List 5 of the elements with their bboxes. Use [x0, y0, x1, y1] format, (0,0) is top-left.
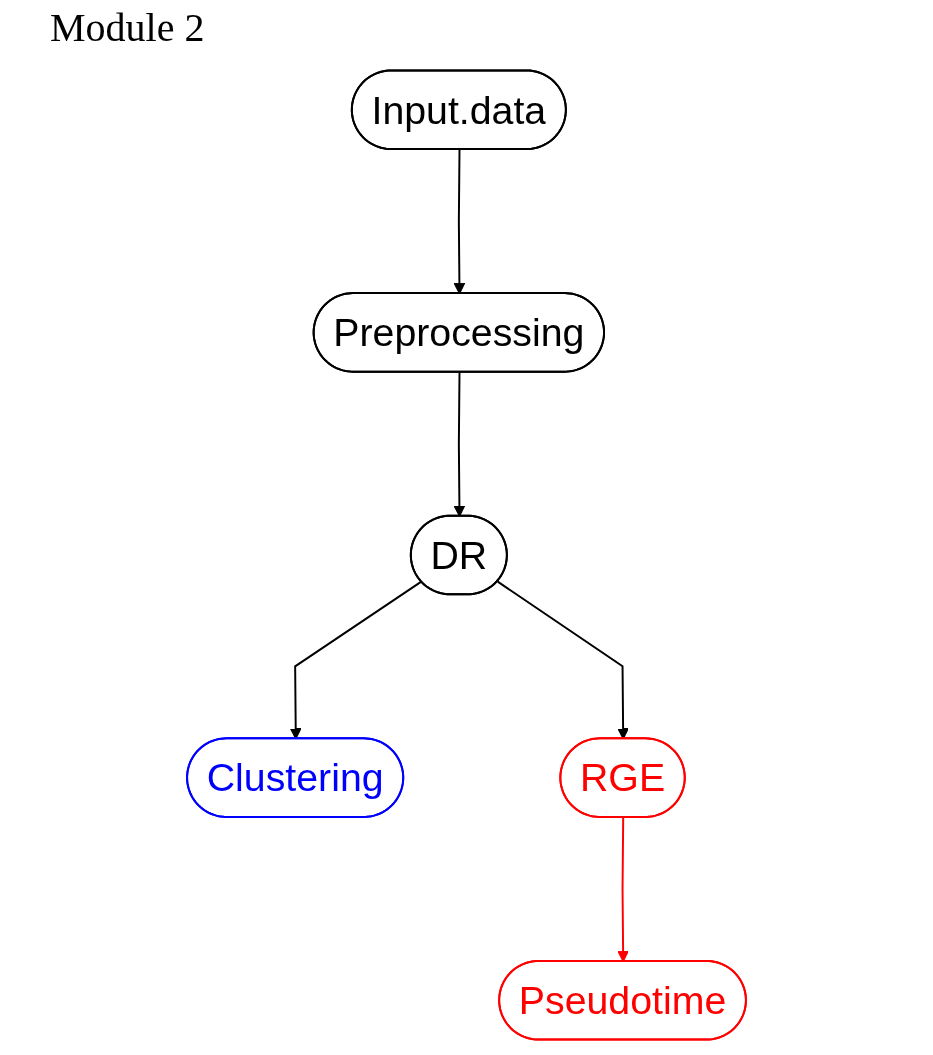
- arrow: [453, 148, 466, 295]
- arrow: [453, 371, 466, 517]
- arrow: [289, 580, 423, 740]
- diagram-title: Module 2: [50, 4, 205, 51]
- arrow: [496, 580, 629, 740]
